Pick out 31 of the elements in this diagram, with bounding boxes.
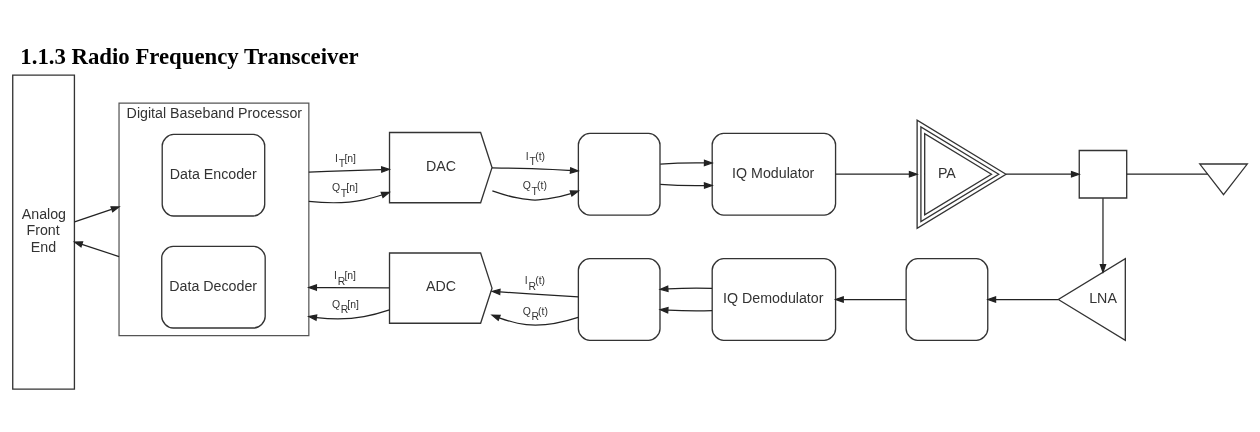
arrow — [306, 284, 390, 292]
arrow — [658, 306, 713, 314]
arrow — [308, 191, 391, 204]
node-box — [905, 258, 989, 341]
arrow — [986, 296, 1059, 304]
arrow — [659, 182, 714, 190]
arrow — [490, 314, 579, 326]
arrow — [490, 288, 579, 298]
node-picture — [1198, 163, 1249, 196]
node-box: Data Encoder — [161, 133, 266, 217]
arrow — [658, 285, 713, 293]
arrow — [491, 190, 581, 201]
node-box: IQ Modulator — [711, 132, 837, 216]
diagram-title: 1.1.3 Radio Frequency Transceiver — [20, 43, 359, 69]
node-box — [577, 258, 661, 341]
arrow — [835, 170, 919, 178]
node-box: Data Decoder — [161, 245, 266, 329]
connector — [1126, 173, 1209, 175]
arrow — [491, 166, 580, 174]
arrow — [308, 166, 392, 174]
arrow — [659, 159, 714, 167]
arrow — [307, 309, 391, 322]
arrow — [72, 241, 120, 258]
arrow — [73, 206, 121, 223]
arrow — [1099, 197, 1107, 274]
node-box — [1078, 149, 1128, 199]
node-box: Analog Front End — [12, 74, 76, 390]
arrow — [1005, 170, 1081, 178]
node-box — [577, 132, 661, 216]
arrow — [833, 296, 907, 304]
node-box: IQ Demodulator — [711, 258, 837, 341]
